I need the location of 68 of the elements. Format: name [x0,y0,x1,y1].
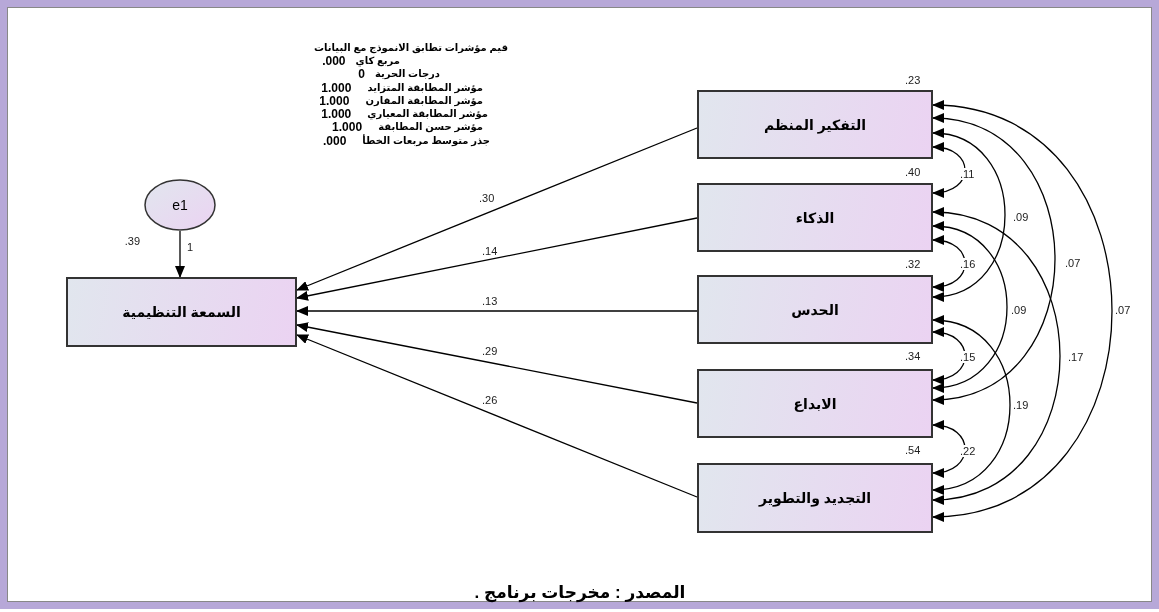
covariance-arrow [932,208,1061,504]
covariance-arrow [932,421,966,477]
edge-label: .30 [478,192,496,204]
edge-label: .29 [481,345,499,357]
edge-label: .26 [481,394,499,406]
edge-label: 1 [186,241,195,253]
edge-label: .22 [959,445,977,457]
fit-index-value: 1.000 [332,121,363,133]
variable-name: e1 [172,197,188,213]
covariance-arrow [932,316,1011,494]
edge-label: .07 [1064,257,1082,269]
path-arrow [175,230,185,278]
edge-label: .09 [1012,211,1030,223]
fit-index-value: .000 [322,55,346,67]
fit-index-name: مؤشر المطابقة المقارن [365,95,483,107]
variable-box [697,369,933,438]
estimate-value: .32 [905,258,921,270]
fit-index-value: 0 [358,68,365,80]
fit-index-name: درجات الحرية [374,68,440,80]
covariance-arrow [932,114,1056,404]
estimate-value: .40 [905,166,921,178]
variable-name: الابداع [793,395,837,412]
estimate-value: .54 [905,444,921,456]
path-arrow [296,217,698,301]
path-arrow [296,127,698,291]
latent-variable-ellipse [144,179,216,231]
covariance-arrow [932,101,1113,521]
table-title: قيم مؤشرات تطابق الانموذج مع البيانات [314,42,508,54]
estimate-value: .39 [124,235,140,247]
edge-label: .09 [1010,304,1028,316]
fit-index-value: 1.000 [319,95,350,107]
path-arrow [296,334,698,498]
variable-name: الذكاء [795,209,835,226]
edge-label: .13 [481,295,499,307]
caption: المصدر : مخرجات برنامج . [473,582,687,603]
fit-index-name: مؤشر المطابقة المعياري [367,108,488,120]
fit-index-name: مؤشر المطابقة المتزايد [367,82,483,94]
edge-label: .14 [481,245,499,257]
edge-label: .15 [959,351,977,363]
covariance-arrow [932,143,966,197]
variable-box [66,277,297,347]
edge-label: .11 [959,168,976,180]
covariance-arrow [932,236,966,291]
edge-label: .16 [959,258,977,270]
variable-name: التفكير المنظم [763,116,867,133]
covariance-arrow [932,328,966,384]
covariance-arrow [932,222,1008,392]
variable-box [697,463,933,533]
variable-box [697,90,933,159]
covariance-arrow [932,129,1006,301]
path-arrow [296,322,698,404]
fit-index-name: جذر متوسط مربعات الخطأ [362,135,490,147]
fit-index-value: 1.000 [321,82,352,94]
edge-label: .17 [1067,351,1085,363]
fit-index-name: مربع كاي [355,55,400,67]
variable-name: السمعة التنظيمية [122,304,241,320]
variable-box [697,275,933,344]
variable-box [697,183,933,252]
edge-label: .19 [1012,399,1030,411]
edge-label: .07 [1114,304,1132,316]
fit-index-value: .000 [322,135,347,147]
path-arrow [296,306,698,316]
variable-name: الحدس [791,301,839,318]
fit-index-value: 1.000 [321,108,352,120]
estimate-value: .23 [905,74,921,86]
fit-index-name: مؤشر حسن المطابقة [378,121,483,133]
variable-name: التجديد والتطوير [759,490,872,506]
estimate-value: .34 [905,350,921,362]
